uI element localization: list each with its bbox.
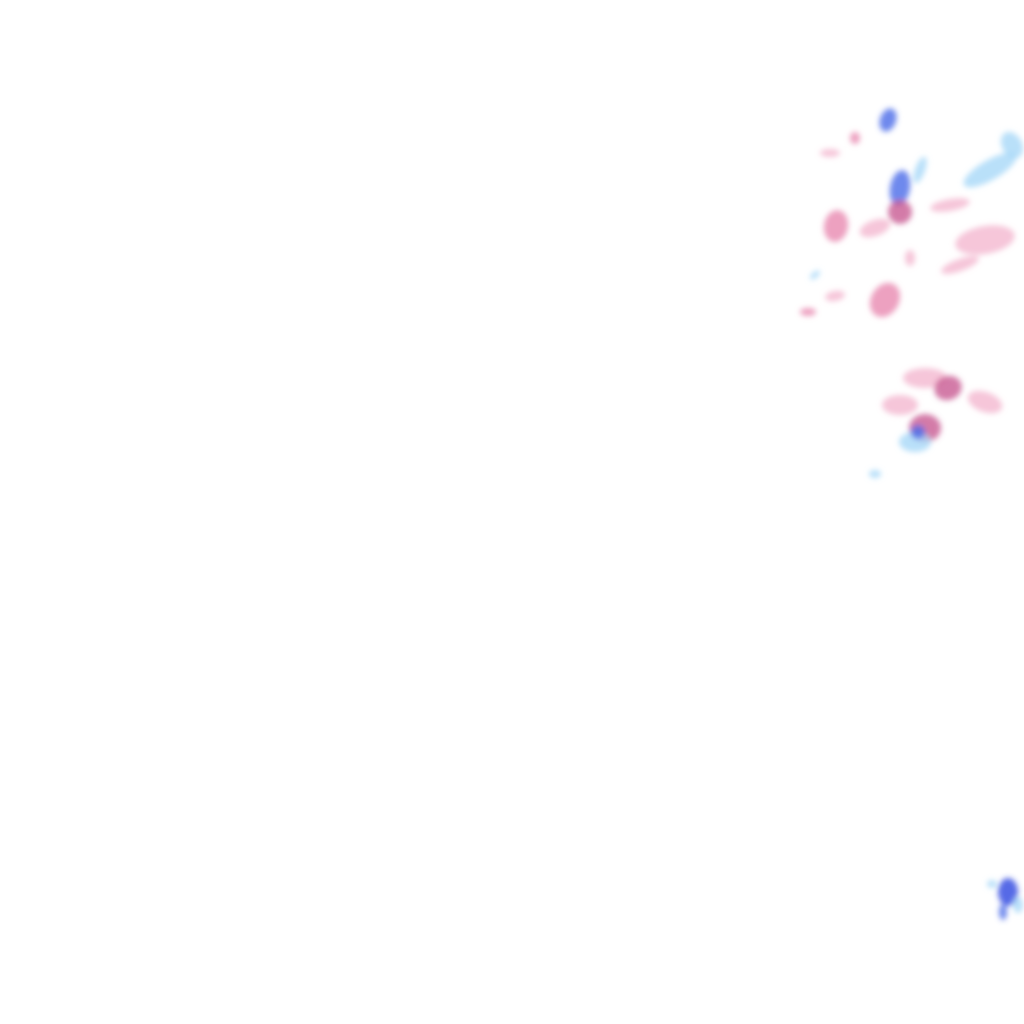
precipitation-cell [905,250,915,266]
precipitation-cell [999,904,1007,920]
precipitation-cell [888,200,912,224]
precipitation-cell [850,132,860,144]
precipitation-cell [987,880,997,888]
precipitation-cell [1000,131,1024,159]
precipitation-cell [859,218,891,238]
precipitation-cell [903,368,947,388]
precipitation-cell [800,308,816,316]
precipitation-cell [955,225,1015,255]
precipitation-cell [820,149,840,157]
precipitation-cell [869,470,881,478]
precipitation-cell [1013,897,1023,913]
precipitation-cell [823,210,849,242]
precipitation-cell [967,390,1003,414]
precipitation-cell [879,108,897,132]
precipitation-cell [934,375,962,401]
precipitation-cell [882,395,918,415]
precipitation-cell [930,198,970,212]
precipitation-cell [941,256,979,274]
precipitation-cell [810,270,820,280]
precipitation-cell [889,170,911,206]
precipitation-cell [998,878,1018,906]
precipitation-cell [899,432,931,452]
precipitation-cell [913,156,927,184]
precipitation-cell [911,425,925,439]
precipitation-cell [869,282,901,318]
precipitation-cell [825,290,845,302]
precipitation-cell [963,152,1017,188]
